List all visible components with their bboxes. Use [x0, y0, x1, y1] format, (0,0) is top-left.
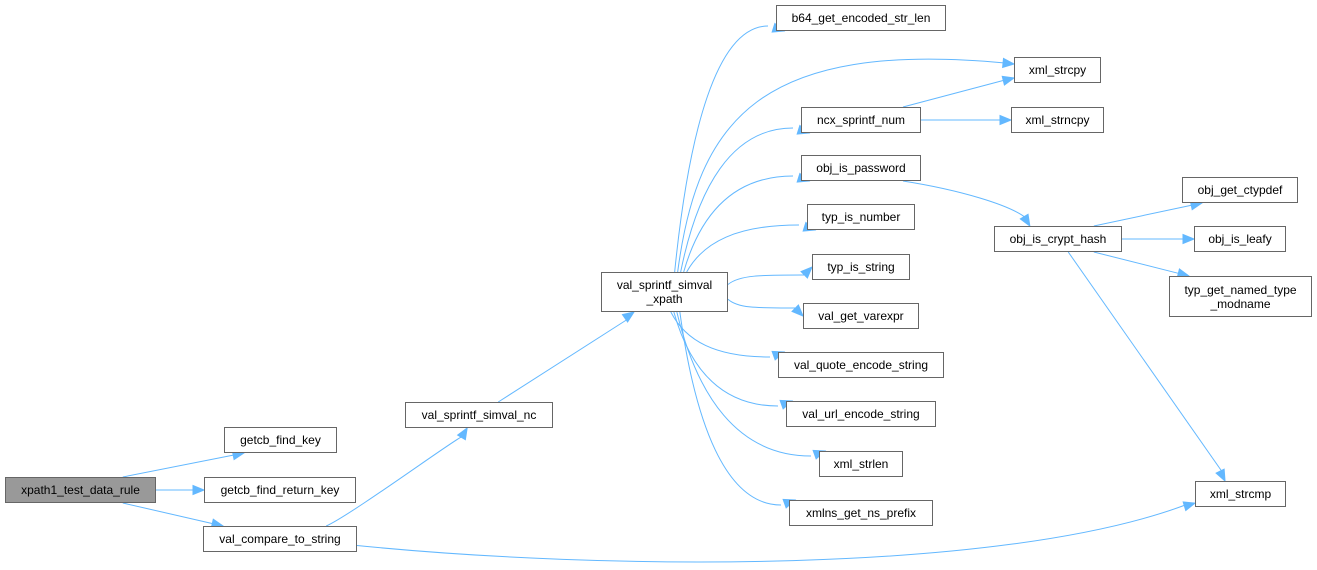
node-getcb-find-return-key[interactable]: getcb_find_return_key: [204, 477, 356, 503]
edge-val-sprintf-simval-xpath-to-val-get-varexpr: [727, 298, 796, 309]
edge-val-sprintf-simval-xpath-to-val-get-varexpr-arrowhead: [791, 304, 804, 317]
node-typ-is-number[interactable]: typ_is_number: [807, 204, 915, 230]
node-xml-strlen[interactable]: xml_strlen: [819, 451, 903, 477]
edge-ncx-sprintf-num-to-xml-strcpy-arrowhead: [1001, 75, 1016, 86]
node-xml-strcpy[interactable]: xml_strcpy: [1014, 57, 1101, 83]
edge-val-sprintf-simval-xpath-to-obj-is-password: [683, 175, 794, 273]
edge-xpath1-test-data-rule-to-getcb-find-return-key-arrowhead: [192, 484, 206, 496]
edge-val-sprintf-simval-xpath-to-xmlns-get-ns-prefix: [679, 311, 782, 506]
edge-val-compare-to-string-to-val-sprintf-simval-nc: [326, 436, 462, 527]
node-val-get-varexpr[interactable]: val_get_varexpr: [803, 303, 919, 329]
edge-xpath1-test-data-rule-to-val-compare-to-string: [122, 502, 215, 525]
edge-val-sprintf-simval-xpath-to-typ-is-string: [727, 274, 805, 285]
node-val-quote-encode-string[interactable]: val_quote_encode_string: [778, 352, 944, 378]
edge-obj-is-password-to-obj-is-crypt-hash-arrowhead: [1019, 213, 1031, 228]
edge-obj-is-password-to-obj-is-crypt-hash: [902, 180, 1027, 219]
edge-ncx-sprintf-num-to-xml-strncpy-arrowhead: [999, 114, 1013, 126]
node-val-url-encode-string[interactable]: val_url_encode_string: [786, 401, 936, 427]
node-xml-strcmp[interactable]: xml_strcmp: [1195, 481, 1286, 507]
node-obj-is-crypt-hash[interactable]: obj_is_crypt_hash: [994, 226, 1122, 252]
edge-val-sprintf-simval-xpath-to-typ-is-string-arrowhead: [800, 266, 813, 279]
node-xpath1-test-data-rule: xpath1_test_data_rule: [5, 477, 156, 503]
edge-val-sprintf-simval-nc-to-val-sprintf-simval-xpath-arrowhead: [621, 311, 636, 323]
node-val-sprintf-simval-xpath[interactable]: val_sprintf_simval _xpath: [601, 272, 728, 312]
edge-val-compare-to-string-to-xml-strcmp-arrowhead: [1182, 501, 1197, 512]
node-ncx-sprintf-num[interactable]: ncx_sprintf_num: [801, 107, 921, 133]
node-obj-is-leafy[interactable]: obj_is_leafy: [1194, 226, 1286, 252]
edge-xpath1-test-data-rule-to-getcb-find-key: [122, 454, 236, 478]
node-val-sprintf-simval-nc[interactable]: val_sprintf_simval_nc: [405, 402, 553, 428]
node-val-compare-to-string[interactable]: val_compare_to_string: [203, 526, 357, 552]
node-obj-is-password[interactable]: obj_is_password: [801, 155, 921, 181]
edge-val-sprintf-simval-xpath-to-b64-get-encoded-str-len: [674, 25, 769, 273]
node-xmlns-get-ns-prefix[interactable]: xmlns_get_ns_prefix: [789, 500, 933, 526]
edge-obj-is-crypt-hash-to-xml-strcmp-arrowhead: [1215, 468, 1226, 483]
edge-obj-is-crypt-hash-to-typ-get-named-type-modname: [1093, 251, 1181, 275]
node-obj-get-ctypdef[interactable]: obj_get_ctypdef: [1182, 177, 1298, 203]
node-getcb-find-key[interactable]: getcb_find_key: [224, 427, 337, 453]
edge-val-sprintf-simval-xpath-to-xml-strcpy: [677, 58, 1006, 273]
edge-obj-is-crypt-hash-to-obj-get-ctypdef: [1093, 204, 1194, 227]
edge-val-sprintf-simval-xpath-to-val-url-encode-string: [673, 311, 779, 407]
node-xml-strncpy[interactable]: xml_strncpy: [1011, 107, 1104, 133]
node-typ-get-named-type-modname[interactable]: typ_get_named_type _modname: [1169, 276, 1312, 317]
edge-ncx-sprintf-num-to-xml-strcpy: [902, 79, 1006, 108]
edge-val-sprintf-simval-xpath-to-xml-strcpy-arrowhead: [1002, 57, 1016, 69]
edge-val-sprintf-simval-nc-to-val-sprintf-simval-xpath: [497, 319, 627, 403]
node-b64-get-encoded-str-len[interactable]: b64_get_encoded_str_len: [776, 5, 946, 31]
edge-obj-is-crypt-hash-to-xml-strcmp: [1067, 251, 1223, 473]
node-typ-is-string[interactable]: typ_is_string: [812, 254, 910, 280]
edge-val-sprintf-simval-xpath-to-ncx-sprintf-num: [680, 127, 794, 273]
edge-val-compare-to-string-to-xml-strcmp: [356, 503, 1188, 563]
edge-obj-is-crypt-hash-to-obj-is-leafy-arrowhead: [1182, 233, 1196, 245]
edge-val-sprintf-simval-xpath-to-xml-strlen: [676, 311, 812, 457]
edge-val-compare-to-string-to-val-sprintf-simval-nc-arrowhead: [456, 426, 468, 441]
edge-val-sprintf-simval-xpath-to-typ-is-number: [686, 224, 800, 273]
